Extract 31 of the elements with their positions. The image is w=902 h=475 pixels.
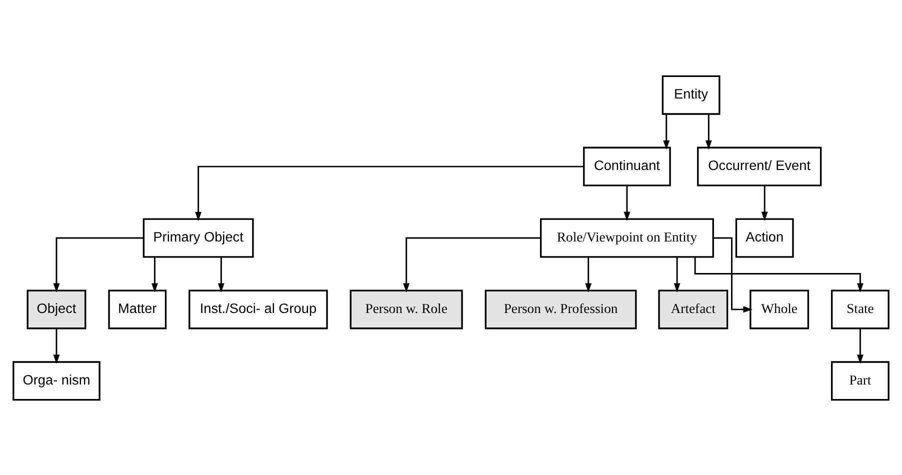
node-box: Occurrent/ Event [697,146,822,186]
node-box: Action [735,218,794,258]
arrow [53,328,60,364]
arrow [674,256,680,292]
node-box: Entity [662,74,720,114]
node-box: Orga- nism [12,360,100,400]
node-box: Whole [750,289,810,329]
arrow [195,165,584,221]
arrow [705,114,712,150]
arrow [403,236,541,292]
node-box: Continuant [583,146,671,186]
arrow [585,256,592,292]
arrow [856,328,864,364]
node-box: Person w. Profession [484,289,637,329]
arrow [624,185,630,221]
arrow [694,256,864,292]
node-box: Primary Object [142,218,254,258]
node-box: Inst./Soci- al Group [188,289,328,329]
arrow [151,256,158,292]
arrow [218,256,224,292]
arrow [761,185,768,221]
node-box: Artefact [658,289,728,329]
node-box: Part [831,360,890,400]
arrow [714,236,753,312]
node-box: Person w. Role [350,289,463,329]
node-box: Role/Viewpoint on Entity [540,218,714,258]
node-box: Matter [108,289,167,329]
arrow [53,236,144,292]
node-box: State [831,289,890,329]
node-box: Object [26,289,86,329]
arrow [663,114,670,150]
